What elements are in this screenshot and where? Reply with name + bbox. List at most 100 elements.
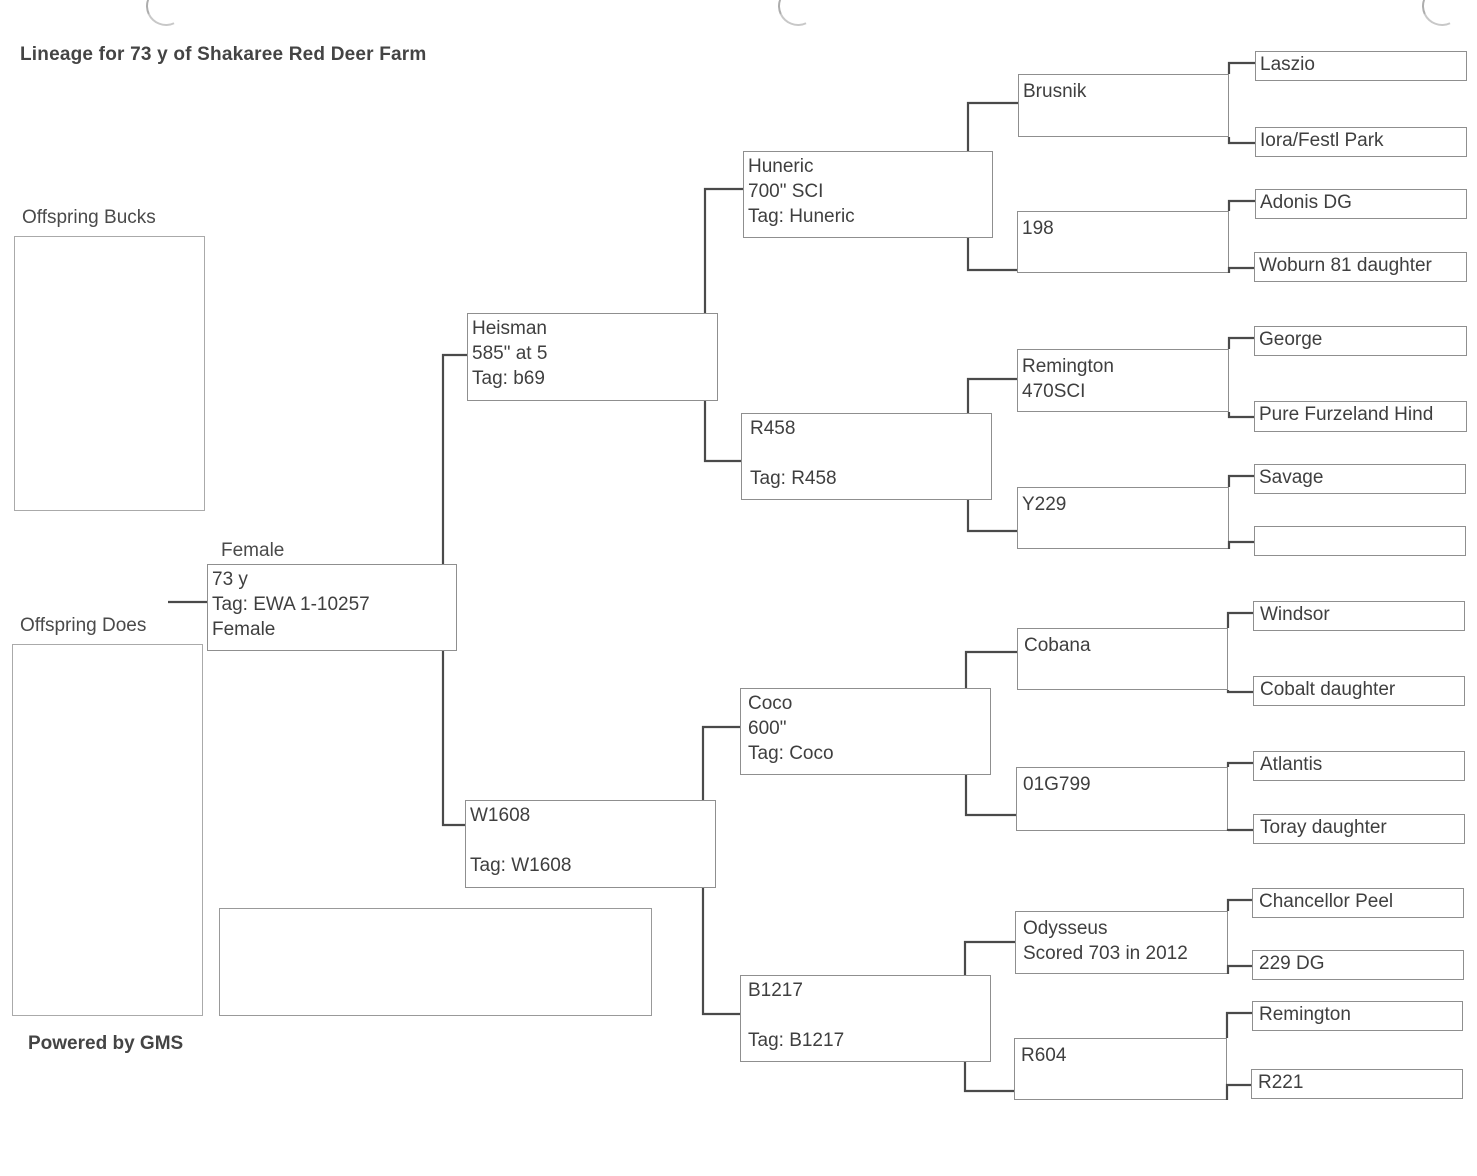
- gen3-line: Brusnik: [1023, 81, 1087, 102]
- gen3-line: R604: [1021, 1045, 1067, 1066]
- sire-sire-name: Huneric: [748, 156, 814, 177]
- gen3-line: Cobana: [1024, 635, 1091, 656]
- connector-line: [964, 650, 1017, 688]
- connector-line: [703, 187, 743, 313]
- gen4-box[interactable]: Woburn 81 daughter: [1254, 252, 1467, 282]
- subject-sex: Female: [212, 619, 276, 640]
- sire-tag: Tag: b69: [472, 368, 545, 389]
- dam-sire-tag: Tag: Coco: [748, 743, 834, 764]
- hole-punch-mark: [772, 0, 824, 32]
- gen4-box[interactable]: R221: [1251, 1069, 1463, 1099]
- connector-line: [1227, 474, 1254, 487]
- sire-score: 585" at 5: [472, 343, 548, 364]
- connector-line: [963, 940, 1015, 975]
- gen3-line: 198: [1022, 218, 1054, 239]
- gen4-box[interactable]: Adonis DG: [1255, 189, 1467, 219]
- connector-line: [1225, 1083, 1251, 1100]
- gen3-line: Scored 703 in 2012: [1023, 943, 1188, 964]
- subject-sex-label: Female: [221, 540, 285, 561]
- gen3-line: Remington: [1022, 356, 1114, 377]
- dam-sire-box[interactable]: Coco 600" Tag: Coco: [740, 688, 991, 775]
- gen3-line: Odysseus: [1023, 918, 1108, 939]
- connector-line: [703, 401, 741, 463]
- dam-sire-name: Coco: [748, 693, 793, 714]
- gen4-box[interactable]: Laszio: [1255, 51, 1467, 81]
- hole-punch-mark: [140, 0, 192, 32]
- gen3-box[interactable]: Y229: [1017, 487, 1229, 549]
- sire-sire-tag: Tag: Huneric: [748, 206, 855, 227]
- connector-line: [1226, 898, 1252, 911]
- powered-by-label: Powered by GMS: [28, 1033, 184, 1054]
- sire-name: Heisman: [472, 318, 547, 339]
- gen4-box[interactable]: Chancellor Peel: [1252, 888, 1464, 918]
- gen4-box[interactable]: 229 DG: [1252, 950, 1464, 980]
- gen3-box[interactable]: Odysseus Scored 703 in 2012: [1015, 911, 1228, 974]
- gen4-box[interactable]: Remington: [1252, 1001, 1463, 1031]
- page-title: Lineage for 73 y of Shakaree Red Deer Fa…: [20, 44, 427, 65]
- connector-line: [1226, 964, 1252, 974]
- dam-dam-box[interactable]: B1217 Tag: B1217: [740, 975, 991, 1062]
- offspring-bucks-panel: [14, 236, 205, 511]
- dam-score: [470, 828, 712, 853]
- dam-box[interactable]: W1608 Tag: W1608: [465, 800, 716, 888]
- sire-sire-score: 700" SCI: [748, 181, 824, 202]
- gen3-box[interactable]: 01G799: [1016, 767, 1228, 831]
- gen3-line: 01G799: [1023, 774, 1091, 795]
- gen4-box[interactable]: Toray daughter: [1253, 814, 1465, 844]
- subject-animal-box[interactable]: 73 y Tag: EWA 1-10257 Female: [207, 564, 457, 651]
- connector-line: [966, 101, 1018, 151]
- connector-line: [1227, 199, 1255, 211]
- connector-line: [1227, 412, 1254, 419]
- offspring-does-panel: [12, 644, 203, 1016]
- offspring-bucks-label: Offspring Bucks: [22, 207, 156, 228]
- connector-line: [966, 377, 1017, 413]
- connector-line: [1227, 137, 1255, 145]
- connector-line: [966, 500, 1017, 533]
- connector-line: [1226, 828, 1253, 832]
- gen3-box[interactable]: 198: [1017, 211, 1229, 273]
- connector-line: [963, 1062, 1014, 1093]
- gen4-box[interactable]: Windsor: [1253, 601, 1465, 631]
- sire-dam-box[interactable]: R458 Tag: R458: [741, 413, 992, 500]
- connector-line: [966, 238, 1017, 272]
- connector-line: [1226, 611, 1253, 628]
- connector-line: [1226, 761, 1253, 767]
- gen4-box[interactable]: Pure Furzeland Hind: [1254, 401, 1467, 432]
- connector-line: [1225, 1011, 1252, 1038]
- gen4-box[interactable]: Savage: [1254, 464, 1466, 494]
- gen3-box[interactable]: Remington 470SCI: [1017, 349, 1229, 412]
- connector-line: [1227, 266, 1254, 273]
- connector-line: [1227, 336, 1254, 349]
- gen3-line: 470SCI: [1022, 381, 1086, 402]
- hole-punch-mark: [1416, 0, 1468, 32]
- sire-sire-box[interactable]: Huneric 700" SCI Tag: Huneric: [743, 151, 993, 238]
- subject-name: 73 y: [212, 569, 248, 590]
- sire-dam-score: [750, 441, 988, 466]
- gen4-box[interactable]: Iora/Festl Park: [1255, 127, 1467, 157]
- gen3-box[interactable]: Brusnik: [1018, 74, 1229, 137]
- gen4-box[interactable]: Atlantis: [1253, 751, 1465, 781]
- dam-dam-tag: Tag: B1217: [748, 1030, 845, 1051]
- connector-line: [964, 775, 1016, 817]
- connector-line: [701, 888, 740, 1016]
- sire-dam-tag: Tag: R458: [750, 468, 837, 489]
- gen4-box-empty[interactable]: [1254, 526, 1466, 556]
- dam-sire-score: 600": [748, 718, 787, 739]
- connector-line: [441, 353, 467, 564]
- dam-dam-name: B1217: [748, 980, 803, 1001]
- connector-line: [441, 651, 465, 827]
- gen4-box[interactable]: Cobalt daughter: [1253, 676, 1465, 706]
- connector-line: [701, 725, 740, 800]
- notes-box: [219, 908, 652, 1016]
- dam-tag: Tag: W1608: [470, 855, 572, 876]
- gen3-box[interactable]: Cobana: [1017, 628, 1228, 690]
- offspring-does-label: Offspring Does: [20, 615, 147, 636]
- connector-line: [1227, 61, 1255, 74]
- dam-dam-score: [748, 1003, 987, 1028]
- gen4-box[interactable]: George: [1254, 326, 1467, 356]
- gen3-box[interactable]: R604: [1014, 1038, 1227, 1100]
- connector-line: [1227, 540, 1254, 549]
- sire-dam-name: R458: [750, 418, 796, 439]
- dam-name: W1608: [470, 805, 531, 826]
- sire-box[interactable]: Heisman 585" at 5 Tag: b69: [467, 313, 718, 401]
